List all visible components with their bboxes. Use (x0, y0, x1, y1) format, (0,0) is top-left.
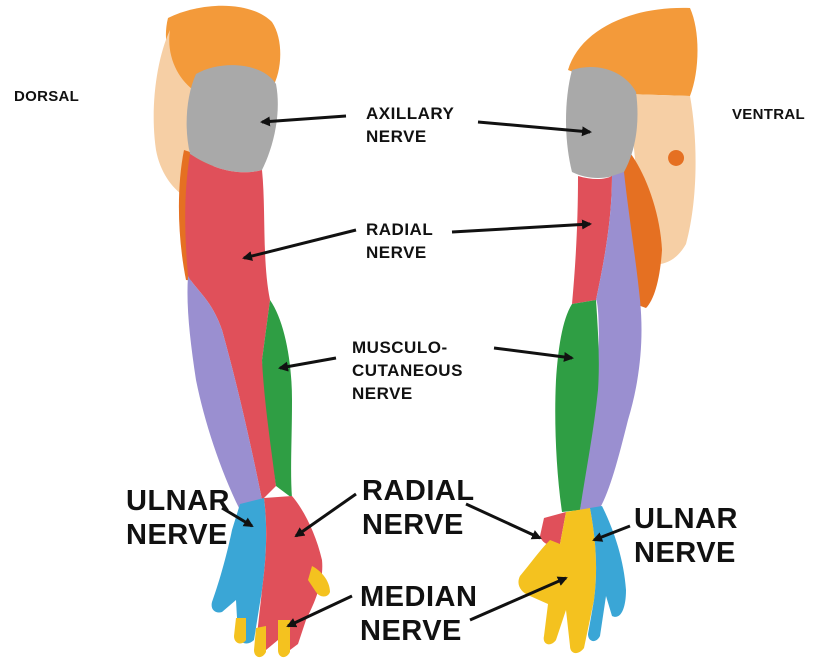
ulnar-nerve-ventral-label: ULNAR NERVE (634, 502, 738, 570)
axillary-nerve-label: AXILLARY NERVE (366, 102, 454, 148)
label-arrows (221, 114, 631, 628)
radial-upper-label-line-1: RADIAL (366, 220, 434, 239)
radial-hand-label-line-1: RADIAL (362, 475, 475, 507)
ulnar-nerve-dorsal-label: ULNAR NERVE (126, 484, 230, 552)
radial-upper-label-line-2: NERVE (366, 243, 427, 262)
musculocutaneous-nerve-label: MUSCULO- CUTANEOUS NERVE (352, 336, 463, 405)
ventral-skin-mark (668, 150, 685, 166)
arrow-ulnar-dorsal (221, 506, 254, 528)
dorsal-view-label: DORSAL (14, 88, 80, 105)
musculo-label-line-2: CUTANEOUS (352, 361, 463, 380)
dorsal-ulnar-forearm-region (187, 276, 262, 510)
dorsal-radial-region (185, 154, 276, 500)
ventral-radial-region (572, 176, 612, 304)
dorsal-ulnar-hand-region (211, 498, 267, 644)
arrow-axillary-dorsal (260, 114, 347, 127)
dorsal-musculocutaneous-region (262, 300, 292, 498)
ulnar-left-label-line-2: NERVE (126, 519, 228, 551)
musculo-label-line-1: MUSCULO- (352, 338, 448, 357)
median-label-line-1: MEDIAN (360, 581, 478, 613)
musculo-label-line-3: NERVE (352, 384, 413, 403)
ulnar-right-label-line-1: ULNAR (634, 503, 738, 535)
arrow-radial-ventral (451, 219, 592, 234)
arrow-radial-hand-ventral (465, 502, 542, 540)
ventral-arm (518, 7, 698, 654)
arrow-median-ventral (469, 576, 568, 622)
arrow-median-dorsal (286, 594, 353, 628)
arrow-musculo-dorsal (278, 356, 337, 372)
ventral-view-label: VENTRAL (732, 106, 805, 123)
arrow-musculo-ventral (493, 346, 574, 362)
dorsal-radial-hand-region (256, 496, 323, 650)
axillary-label-line-1: AXILLARY (366, 104, 455, 123)
radial-nerve-upper-label: RADIAL NERVE (366, 218, 433, 264)
axillary-label-line-2: NERVE (366, 127, 427, 146)
ulnar-left-label-line-1: ULNAR (126, 485, 230, 517)
radial-hand-label-line-2: NERVE (362, 509, 464, 541)
radial-nerve-hand-label: RADIAL NERVE (362, 474, 475, 542)
dorsal-arm (153, 5, 330, 658)
median-nerve-label: MEDIAN NERVE (360, 580, 477, 648)
ventral-radial-hand-region (540, 512, 566, 546)
arrow-ulnar-ventral (592, 524, 631, 542)
arrow-radial-hand-dorsal (294, 492, 357, 538)
arrow-radial-dorsal (242, 228, 357, 261)
median-label-line-2: NERVE (360, 615, 462, 647)
dorsal-axillary-region (186, 65, 278, 173)
arrow-axillary-ventral (477, 120, 592, 137)
ventral-axillary-region (566, 66, 638, 178)
dorsal-median-fingertips (254, 566, 330, 658)
dorsal-ulnar-fingertip (234, 618, 246, 644)
ventral-ulnar-forearm-region (580, 172, 642, 510)
ulnar-right-label-line-2: NERVE (634, 537, 736, 569)
